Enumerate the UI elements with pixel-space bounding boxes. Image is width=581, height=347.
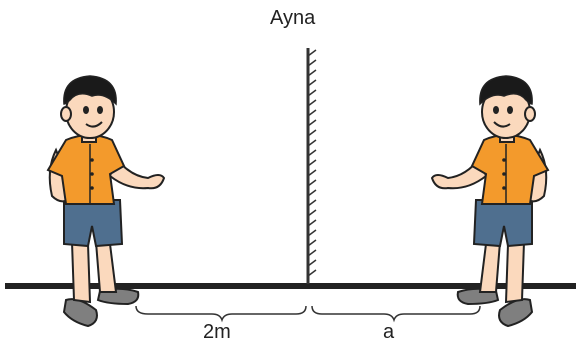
- brace-left: [135, 305, 307, 323]
- mirror: [306, 48, 317, 284]
- distance-label-right: a: [383, 321, 395, 343]
- distance-label-left: 2m: [203, 321, 231, 343]
- ground-line: [5, 283, 576, 289]
- brace-right: [311, 305, 481, 323]
- mirror-label: Ayna: [270, 7, 316, 29]
